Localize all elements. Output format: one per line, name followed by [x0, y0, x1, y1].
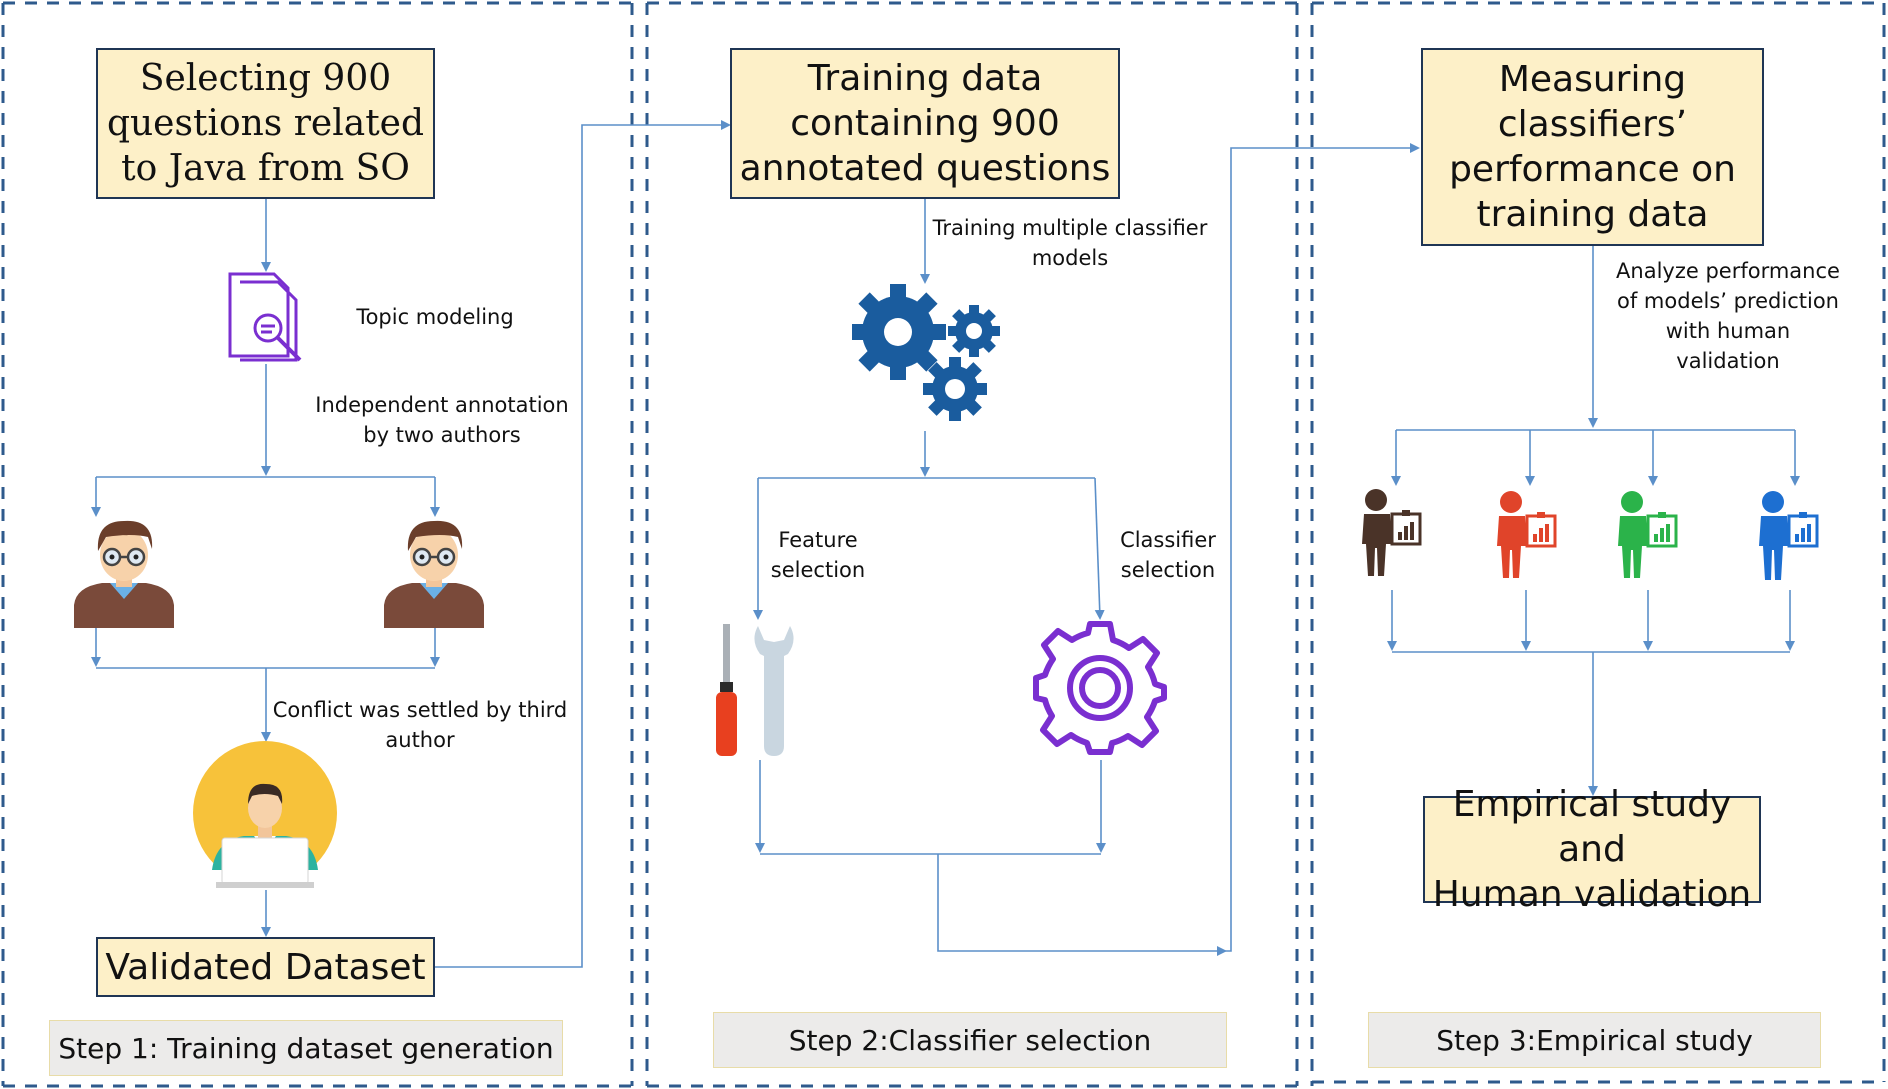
training-classifiers-label: Training multiple classifier models	[932, 216, 1208, 270]
topic-modeling-label: Topic modeling	[356, 305, 514, 329]
document-search-icon	[228, 272, 302, 362]
step2-caption: Step 2:Classifier selection	[713, 1012, 1227, 1068]
validated-dataset-box: Validated Dataset	[96, 937, 435, 997]
analyze-performance-label: Analyze performance of models’ predictio…	[1616, 259, 1840, 373]
presenter-green-icon	[1618, 491, 1678, 578]
gears-icon	[852, 284, 1000, 421]
measuring-performance-box: Measuring classifiers’ performance on tr…	[1421, 48, 1764, 246]
select-questions-box: Selecting 900 questions related to Java …	[96, 48, 435, 199]
feature-selection-label: Feature selection	[770, 528, 866, 582]
empirical-study-box: Empirical study and Human validation	[1423, 784, 1761, 915]
annotator-laptop-icon	[193, 741, 337, 888]
developer-icon	[384, 520, 484, 628]
developer-icon	[74, 520, 174, 628]
presenter-brown-icon	[1362, 489, 1422, 576]
presenter-red-icon	[1497, 491, 1557, 578]
training-data-box: Training data containing 900 annotated q…	[730, 48, 1120, 199]
step3-caption: Step 3:Empirical study	[1368, 1012, 1821, 1068]
classifier-selection-label: Classifier selection	[1120, 528, 1216, 582]
conflict-settled-label: Conflict was settled by third author	[272, 698, 568, 752]
step1-caption: Step 1: Training dataset generation	[49, 1020, 563, 1076]
settings-gear-icon	[1033, 621, 1167, 755]
tools-icon	[716, 624, 794, 756]
independent-annotation-label: Independent annotation by two authors	[315, 393, 569, 447]
presenter-blue-icon	[1759, 491, 1819, 580]
